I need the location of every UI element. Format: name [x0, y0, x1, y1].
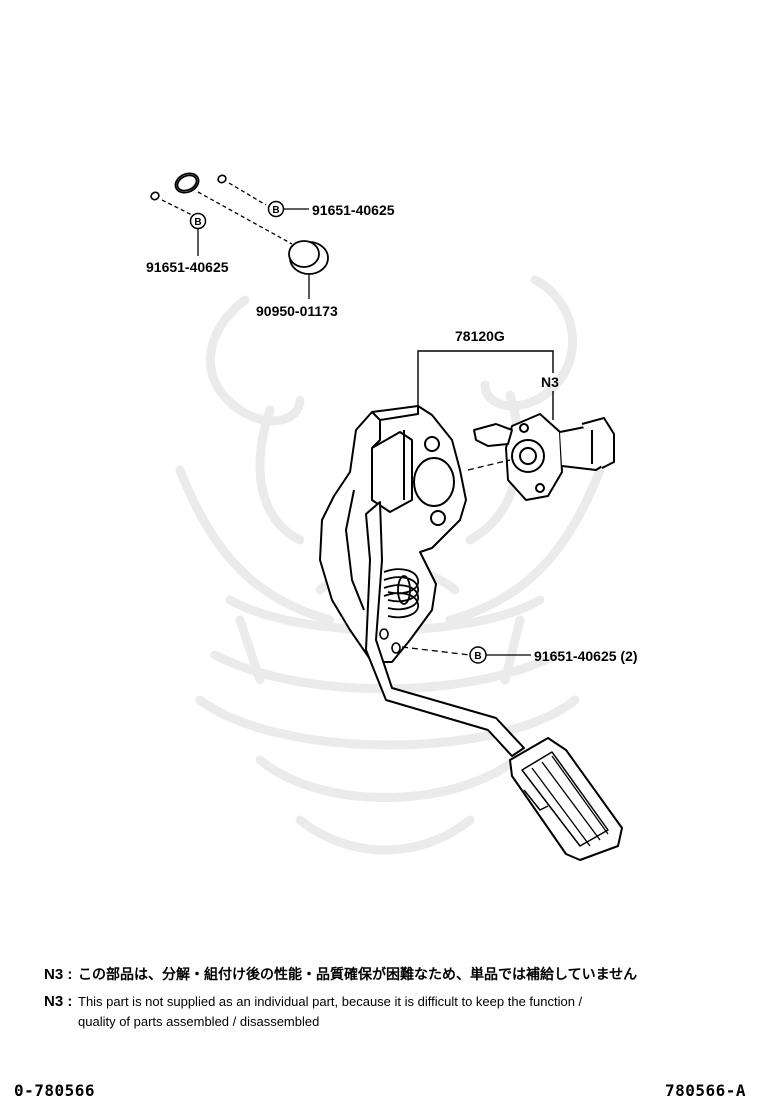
notes-block: N3 : この部品は、分解・組付け後の性能・品質確保が困難なため、単品では補給し…	[44, 964, 744, 1032]
leader-dash-left	[161, 199, 193, 216]
ring-icon	[174, 172, 200, 194]
note-japanese-text: この部品は、分解・組付け後の性能・品質確保が困難なため、単品では補給していません	[78, 967, 638, 983]
spring-icon	[383, 568, 419, 619]
callout-assembly: 78120G	[455, 328, 505, 344]
note-japanese-row: N3 : この部品は、分解・組付け後の性能・品質確保が困難なため、単品では補給し…	[44, 964, 744, 986]
assembly-bracket	[417, 350, 554, 408]
marker-b-left	[189, 212, 207, 230]
callout-plug: 90950-01173	[256, 303, 338, 319]
marker-b-lower-letter: B	[474, 651, 481, 662]
leader-dash-upper	[228, 182, 267, 206]
marker-b-left-letter: B	[194, 217, 201, 228]
leader-dash-lower	[401, 646, 471, 656]
plug-cap-icon	[288, 240, 329, 275]
leader-dash-plug	[197, 191, 293, 245]
marker-b-upper-letter: B	[272, 205, 279, 216]
callout-sensor-note: N3	[541, 374, 559, 390]
note-english-row: N3 : This part is not supplied as an ind…	[44, 992, 744, 1032]
pedal-bracket-housing	[319, 405, 467, 663]
marker-b-upper	[267, 200, 285, 218]
footer-right-code: 780566-A	[664, 1081, 746, 1100]
accelerator-pedal-pad	[509, 737, 623, 861]
position-sensor	[473, 413, 615, 501]
bolt-upper-icon	[217, 174, 227, 184]
callout-bolt-upper: 91651-40625	[312, 202, 395, 218]
note-label-en: N3 :	[44, 993, 73, 1010]
note-label-ja: N3 :	[44, 966, 73, 983]
callout-bolt-lower: 91651-40625 (2)	[534, 648, 638, 664]
bolt-left-icon	[150, 191, 160, 201]
bolt-lower-icon	[379, 628, 401, 654]
pedal-arm	[365, 501, 525, 757]
leader-dash-sensor	[467, 459, 511, 471]
note-english-line-2: quality of parts assembled / disassemble…	[78, 1014, 320, 1029]
callout-bolt-left: 91651-40625	[146, 259, 229, 275]
note-english-line-1: This part is not supplied as an individu…	[78, 994, 583, 1009]
footer-left-code: 0-780566	[14, 1081, 96, 1100]
